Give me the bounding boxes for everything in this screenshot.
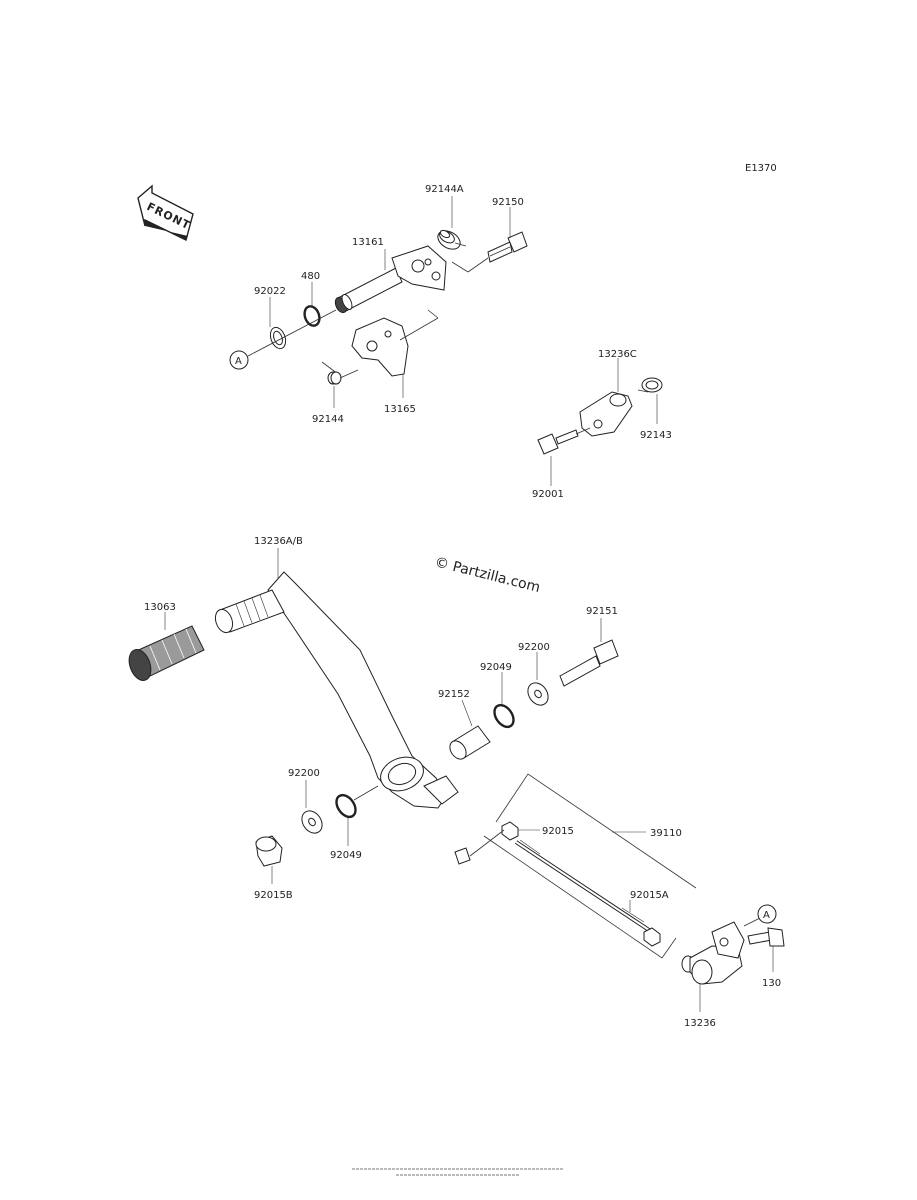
front-arrow-icon: FRONT bbox=[137, 184, 194, 242]
ref-marker-right-icon bbox=[757, 904, 777, 924]
pedal-rubber-13063-icon bbox=[128, 625, 205, 681]
label-39110: 39110 bbox=[650, 828, 682, 839]
tie-rod-icon bbox=[514, 839, 654, 934]
diagram-code: E1370 bbox=[745, 163, 777, 174]
watermark-text: © Partzilla.com bbox=[433, 554, 542, 596]
label-92015A: 92015A bbox=[630, 890, 669, 901]
washer-92022-icon bbox=[269, 326, 287, 350]
label-92022: 92022 bbox=[254, 286, 286, 297]
label-13236AB: 13236A/B bbox=[254, 536, 303, 547]
clip-92143-icon bbox=[637, 377, 663, 393]
label-13161: 13161 bbox=[352, 237, 384, 248]
label-92143: 92143 bbox=[640, 430, 672, 441]
spring-92144a-icon bbox=[437, 229, 467, 250]
ref-marker-left: A bbox=[235, 356, 242, 367]
label-92144: 92144 bbox=[312, 414, 344, 425]
label-13165: 13165 bbox=[384, 404, 416, 415]
washer-92200-lower-icon bbox=[301, 810, 323, 834]
collar-92152-icon bbox=[449, 725, 491, 760]
lever-13236c-icon bbox=[579, 391, 633, 437]
shift-shaft-13161-icon bbox=[334, 245, 447, 314]
ref-marker-left-icon bbox=[229, 350, 249, 370]
shift-arm-13165-icon bbox=[351, 309, 439, 377]
label-480: 480 bbox=[301, 271, 320, 282]
label-92150: 92150 bbox=[492, 197, 524, 208]
label-92144A: 92144A bbox=[425, 184, 464, 195]
spring-92144-icon bbox=[321, 361, 359, 385]
cap-nut-92015b-icon bbox=[255, 835, 283, 867]
bolt-92150-icon bbox=[487, 231, 528, 263]
pedal-peg-icon bbox=[214, 589, 285, 634]
tie-rod-bracket-icon bbox=[483, 773, 697, 959]
ref-marker-right: A bbox=[763, 910, 770, 921]
lever-13236-icon bbox=[681, 921, 745, 985]
seal-92049-lower-icon bbox=[335, 793, 357, 819]
label-92015B: 92015B bbox=[254, 890, 293, 901]
fine-print-footer bbox=[352, 1168, 564, 1176]
label-92015: 92015 bbox=[542, 826, 574, 837]
nut-92015a-icon bbox=[643, 927, 661, 947]
label-92151: 92151 bbox=[586, 606, 618, 617]
seal-92049-upper-icon bbox=[493, 703, 515, 729]
label-130: 130 bbox=[762, 978, 781, 989]
label-92001: 92001 bbox=[532, 489, 564, 500]
washer-92200-upper-icon bbox=[527, 682, 549, 706]
bolt-92151-icon bbox=[559, 639, 619, 687]
label-92049-upper: 92049 bbox=[480, 662, 512, 673]
label-13236: 13236 bbox=[684, 1018, 716, 1029]
label-92200-upper: 92200 bbox=[518, 642, 550, 653]
label-13236C: 13236C bbox=[598, 349, 637, 360]
label-92152: 92152 bbox=[438, 689, 470, 700]
bolt-92001-icon bbox=[537, 427, 591, 455]
shift-pedal-13236ab-icon bbox=[267, 571, 471, 865]
circlip-480-icon bbox=[303, 305, 321, 327]
label-92049-lower: 92049 bbox=[330, 850, 362, 861]
bolt-130-icon bbox=[747, 927, 785, 947]
label-92200-lower: 92200 bbox=[288, 768, 320, 779]
label-13063: 13063 bbox=[144, 602, 176, 613]
nut-92015-icon bbox=[501, 821, 519, 841]
